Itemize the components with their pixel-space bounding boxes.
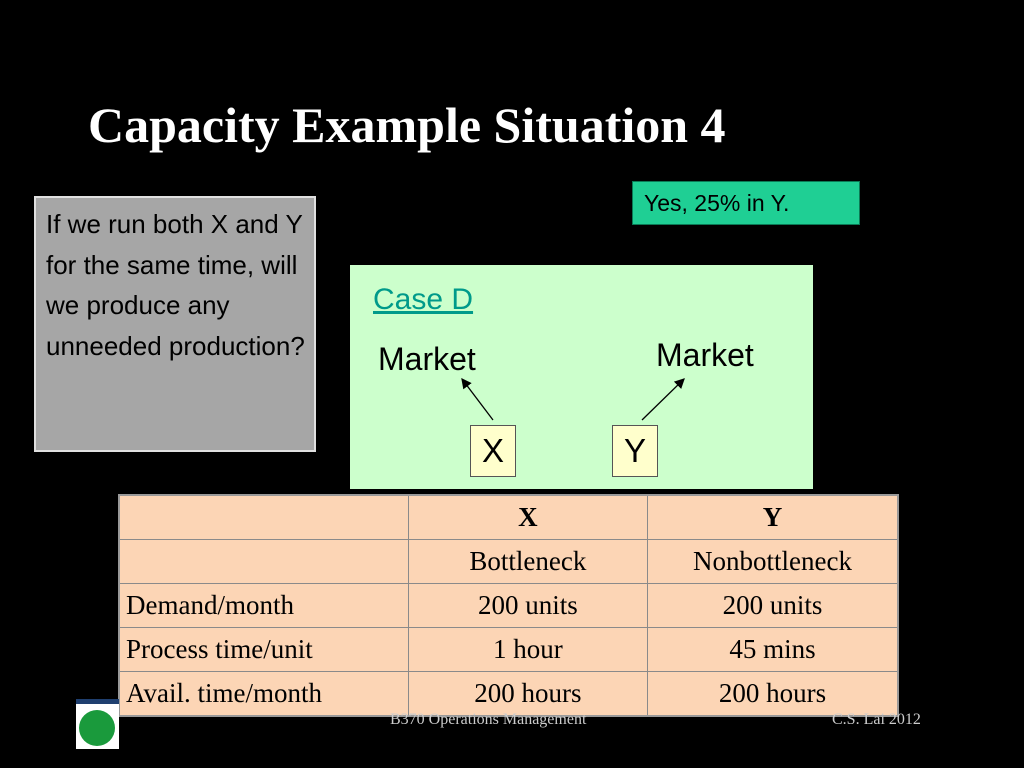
table-header-cell: Y <box>647 494 899 540</box>
university-logo <box>76 699 119 749</box>
table-row: Demand/month 200 units 200 units <box>118 583 899 628</box>
case-diagram: Case D Market Market X Y <box>350 265 813 489</box>
table-cell: Process time/unit <box>118 627 409 672</box>
logo-circle-icon <box>79 710 115 746</box>
table-row: Process time/unit 1 hour 45 mins <box>118 627 899 672</box>
footer-author: C.S. Lai 2012 <box>832 711 921 728</box>
table-cell: 200 hours <box>407 671 649 717</box>
table-cell: 45 mins <box>647 627 899 672</box>
footer-course: B370 Operations Management <box>390 711 587 728</box>
flow-arrows <box>461 377 685 421</box>
table-cell: 1 hour <box>407 627 649 672</box>
table-cell: 200 units <box>407 583 649 628</box>
arrow-x-to-market <box>461 377 494 421</box>
table-header-row: X Y <box>118 494 899 540</box>
question-box: If we run both X and Y for the same time… <box>34 196 316 452</box>
answer-callout: Yes, 25% in Y. <box>632 181 860 225</box>
capacity-table: X Y Bottleneck Nonbottleneck Demand/mont… <box>118 494 899 717</box>
market-label-left: Market <box>378 341 476 377</box>
table-cell: Demand/month <box>118 583 409 628</box>
case-label: Case D <box>373 283 474 316</box>
table-cell: Bottleneck <box>407 539 649 584</box>
table-cell <box>118 494 409 540</box>
slide-title: Capacity Example Situation 4 <box>88 97 726 153</box>
node-x: X <box>470 425 516 477</box>
table-cell: Avail. time/month <box>118 671 409 717</box>
table-cell: Nonbottleneck <box>647 539 899 584</box>
table-row: Avail. time/month 200 hours 200 hours <box>118 671 899 717</box>
table-row: Bottleneck Nonbottleneck <box>118 539 899 584</box>
table-cell <box>118 539 409 584</box>
arrow-y-to-market <box>641 378 685 421</box>
table-cell: 200 hours <box>647 671 899 717</box>
node-y: Y <box>612 425 658 477</box>
table-cell: 200 units <box>647 583 899 628</box>
table-header-cell: X <box>407 494 649 540</box>
market-label-right: Market <box>656 337 754 373</box>
